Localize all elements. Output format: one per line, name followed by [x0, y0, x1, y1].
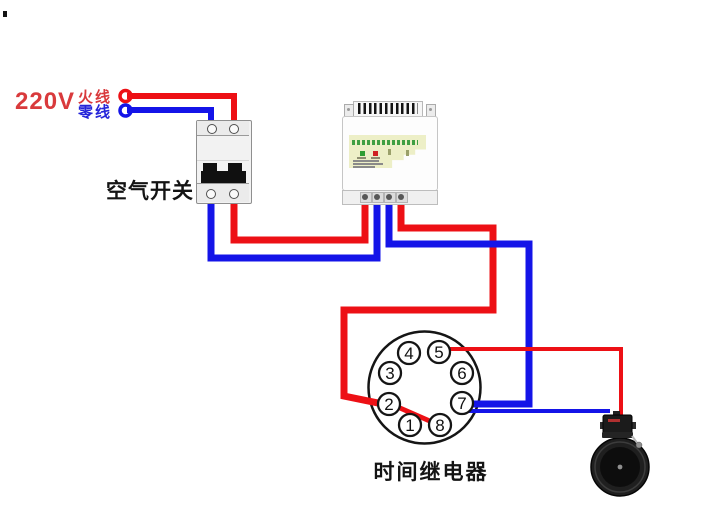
- wire-module-to-pin2-live: [340, 192, 497, 408]
- breaker-toggle-right: [228, 163, 242, 172]
- module-terminal-screw: [374, 194, 380, 200]
- relay-pins: 12 34 56 78: [376, 339, 475, 438]
- ink-speck: [3, 11, 7, 17]
- module-green-indicator: [360, 151, 365, 156]
- module-fineprint-line: [353, 166, 375, 168]
- module-fineprint-line: [353, 163, 383, 165]
- module-red-indicator: [373, 151, 378, 156]
- electric-bell-drawing: [590, 411, 650, 497]
- module-terminal-screw: [398, 194, 404, 200]
- module-terminal-screw: [362, 194, 368, 200]
- relay-pin-circle-1: [397, 412, 423, 438]
- relay-pin-circle-8: [427, 412, 453, 438]
- relay-pin-circle-7: [449, 390, 475, 416]
- breaker-screw-top-left: [207, 124, 217, 134]
- mount-hole-icon: [347, 108, 350, 111]
- bell-box-label: [608, 419, 620, 422]
- relay-pin-number-1: 1: [405, 416, 414, 435]
- bell-box-flange: [602, 432, 633, 438]
- electric-bell: [586, 404, 654, 504]
- relay-pin-circle-6: [449, 360, 475, 386]
- wires: [127, 93, 623, 426]
- module-label-glyph: [388, 149, 391, 155]
- breaker-toggle-left: [203, 163, 217, 173]
- module-label-title-text: [352, 140, 418, 145]
- module-label-glyph: [406, 150, 409, 156]
- relay-pin-number-6: 6: [457, 364, 466, 383]
- breaker-label: 空气开关: [106, 180, 194, 203]
- module-vent-slots: [358, 103, 418, 114]
- module-label-mark: [357, 157, 366, 159]
- relay-pin-number-7: 7: [457, 394, 466, 413]
- relay-pin-circle-3: [377, 360, 403, 386]
- relay-pin-number-8: 8: [435, 416, 444, 435]
- module-fineprint-line: [353, 160, 379, 162]
- bell-top-knob: [613, 411, 620, 416]
- relay-pin-circle-4: [396, 340, 422, 366]
- breaker-bottom-terminal-block: [197, 183, 249, 202]
- relay-pin-number-3: 3: [385, 364, 394, 383]
- relay-pin-number-4: 4: [404, 344, 413, 363]
- relay-socket-circle: [367, 330, 482, 445]
- relay-pin-circle-5: [426, 339, 452, 365]
- relay-pin-circle-2: [376, 391, 402, 417]
- bell-gong-rim: [594, 441, 646, 493]
- neutral-wire-label: 零线: [78, 104, 113, 121]
- wire-module-to-pin7-neutral: [385, 192, 533, 408]
- breaker-top-terminal-block: [197, 121, 249, 136]
- relay-label: 时间继电器: [373, 461, 489, 484]
- breaker-screw-bottom-left: [206, 189, 216, 199]
- wire-pin5-to-bell: [448, 347, 623, 418]
- relay-pin-number-2: 2: [384, 395, 393, 414]
- module-label-mark: [371, 157, 380, 159]
- breaker-toggle-bar: [201, 171, 246, 183]
- relay-pin-number-5: 5: [434, 343, 443, 362]
- wire-breaker-to-module-neutral: [207, 192, 381, 262]
- bell-coil-box: [602, 414, 633, 435]
- bell-striker-ball: [635, 441, 643, 449]
- live-wire-label: 火线: [78, 89, 113, 106]
- module-terminal-screw: [386, 194, 392, 200]
- bell-tab-right: [632, 422, 636, 429]
- voltage-label: 220V: [15, 88, 76, 115]
- breaker-screw-bottom-right: [229, 189, 239, 199]
- air-breaker: [196, 120, 252, 204]
- bell-hub-dot: [617, 464, 623, 470]
- breaker-screw-top-right: [229, 124, 239, 134]
- wire-live-feed: [127, 93, 237, 129]
- mount-hole-icon: [429, 108, 432, 111]
- wire-breaker-to-module-live: [230, 192, 369, 244]
- timer-control-module: [342, 101, 438, 205]
- breaker-seam: [197, 160, 249, 161]
- bell-tab-left: [600, 422, 604, 429]
